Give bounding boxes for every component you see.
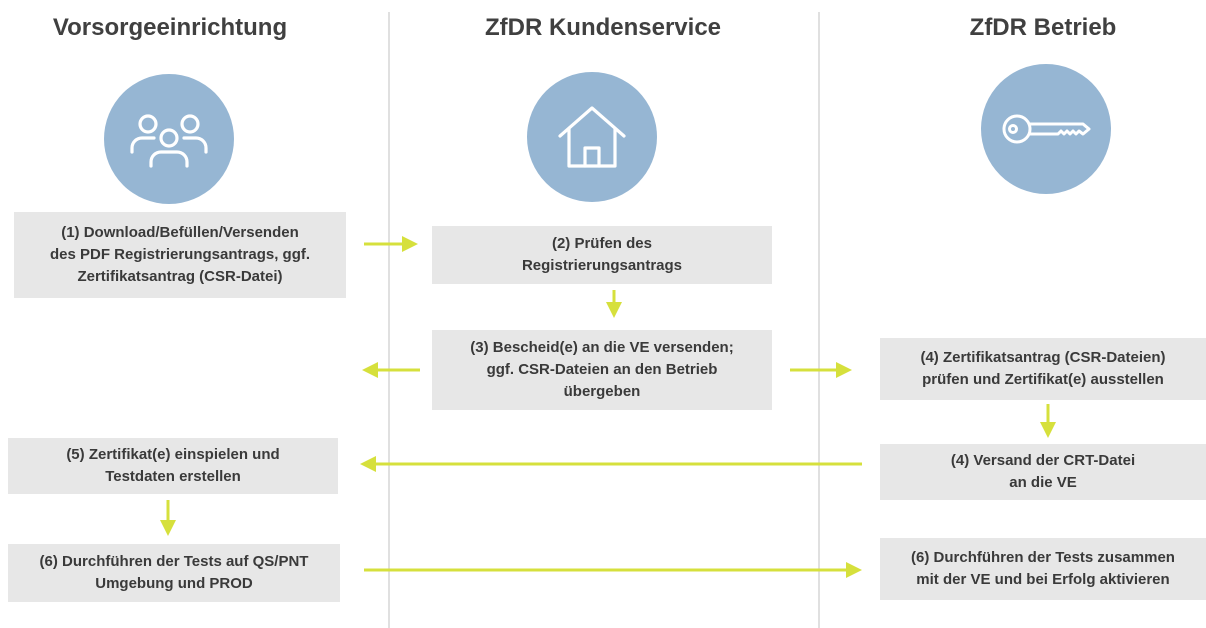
house-icon [558,106,626,168]
users-icon [130,114,208,168]
step-4-zertifikatsantrag-box: (4) Zertifikatsantrag (CSR-Dateien) prüf… [880,338,1206,400]
step-3-text: (3) Bescheid(e) an die VE versenden; ggf… [470,339,734,400]
step-5-text: (5) Zertifikat(e) einspielen und Testdat… [66,446,280,485]
arrow-step3-to-step4 [790,362,852,378]
step-1-download-box: (1) Download/Befüllen/Versenden des PDF … [14,212,346,298]
kundenservice-icon-circle [527,72,657,202]
step-2-text: (2) Prüfen des Registrierungsantrags [521,235,683,274]
key-icon [1002,114,1091,144]
arrow-step6-to-step6-betrieb [364,562,862,578]
step-4-versand-box: (4) Versand der CRT-Datei an die VE [880,444,1206,500]
step-1-text: (1) Download/Befüllen/Versenden des PDF … [49,224,311,285]
arrow-step5-to-step6 [160,500,176,536]
step-4a-text: (4) Zertifikatsantrag (CSR-Dateien) prüf… [920,349,1166,388]
step-6b-text: (6) Durchführen der Tests zusammen mit d… [911,549,1175,588]
step-2-pruefen-box: (2) Prüfen des Registrierungsantrags [432,226,772,284]
lane-divider-left [388,12,390,628]
arrow-step2-to-step3 [606,290,622,318]
vorsorgeeinrichtung-icon-circle [104,74,234,204]
lane-divider-right [818,12,820,628]
lane-title-betrieb: ZfDR Betrieb [969,14,1117,41]
step-6a-text: (6) Durchführen der Tests auf QS/PNT Umg… [39,553,309,592]
lane-title-kundenservice: ZfDR Kundenservice [484,14,722,41]
step-6-tests-ve-box: (6) Durchführen der Tests auf QS/PNT Umg… [8,544,340,602]
betrieb-icon-circle [981,64,1111,194]
arrow-step3-to-ve [362,362,420,378]
step-6-tests-betrieb-box: (6) Durchführen der Tests zusammen mit d… [880,538,1206,600]
step-5-zertifikat-box: (5) Zertifikat(e) einspielen und Testdat… [8,438,338,494]
step-4b-text: (4) Versand der CRT-Datei an die VE [950,452,1136,491]
lane-title-vorsorgeeinrichtung: Vorsorgeeinrichtung [52,14,288,41]
arrow-step4-to-versand [1040,404,1056,438]
arrow-step1-to-step2 [364,236,418,252]
arrow-versand-to-step5 [360,456,862,472]
step-3-bescheid-box: (3) Bescheid(e) an die VE versenden; ggf… [432,330,772,410]
